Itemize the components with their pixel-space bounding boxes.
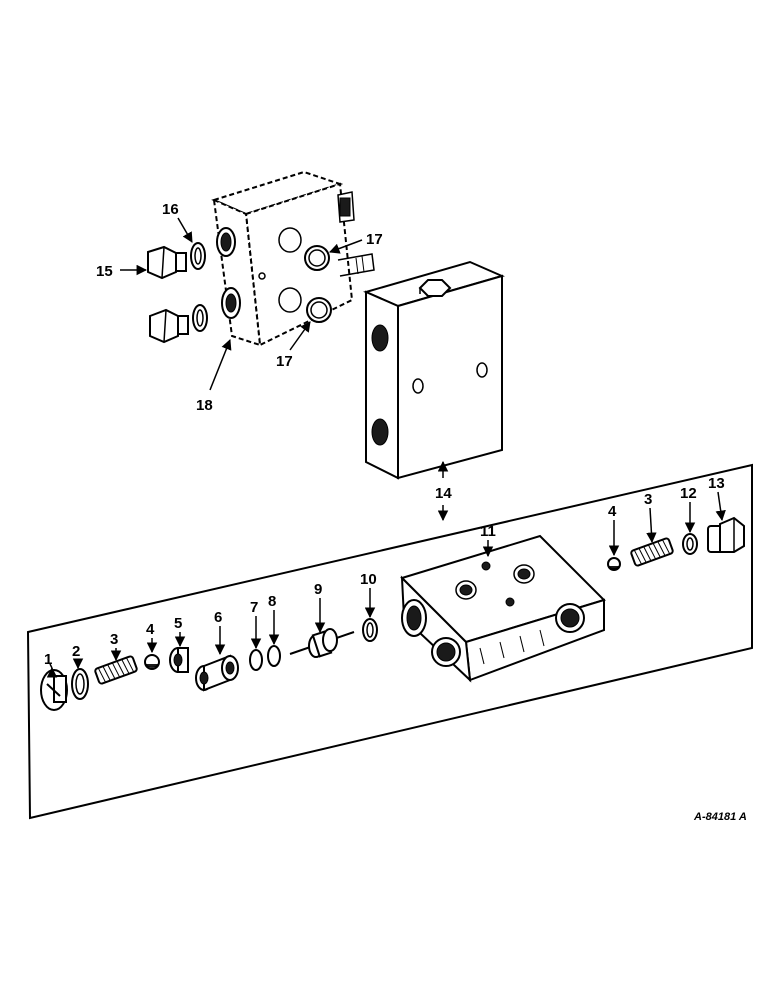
plug-15-upper <box>147 245 187 280</box>
callout-1: 1 <box>44 651 52 668</box>
callout-12: 12 <box>680 485 697 502</box>
callout-4-right: 4 <box>608 503 617 520</box>
callout-5: 5 <box>174 615 182 632</box>
assembly-outline <box>26 463 753 820</box>
valve-block-18 <box>211 170 375 347</box>
o-ring-10 <box>362 618 378 642</box>
o-ring-12 <box>682 533 698 555</box>
callout-17-upper: 17 <box>366 231 383 248</box>
spring-3-right <box>630 537 674 567</box>
callout-3-right: 3 <box>644 491 652 508</box>
seat-5 <box>169 647 189 673</box>
callout-13: 13 <box>708 475 725 492</box>
callout-15: 15 <box>96 263 113 280</box>
o-ring-7 <box>249 649 263 671</box>
valve-body-14 <box>363 260 505 480</box>
callout-17-lower: 17 <box>276 353 293 370</box>
plug-13 <box>707 516 745 553</box>
spring-3-left <box>94 655 138 685</box>
callout-10: 10 <box>360 571 377 588</box>
spool-9 <box>289 628 355 658</box>
callout-6: 6 <box>214 609 222 626</box>
reference-code: A-84181 A <box>693 811 747 823</box>
callout-9: 9 <box>314 581 322 598</box>
callout-18: 18 <box>196 397 213 414</box>
washer-16-upper <box>190 242 206 270</box>
valve-body-11 <box>400 534 606 683</box>
plug-1 <box>40 669 68 711</box>
callout-3-left: 3 <box>110 631 118 648</box>
plug-15-lower <box>149 308 189 344</box>
callout-11: 11 <box>480 523 496 540</box>
callout-4-left: 4 <box>146 621 155 638</box>
callout-8: 8 <box>268 593 276 610</box>
callout-2: 2 <box>72 643 80 660</box>
washer-16-lower <box>192 304 208 332</box>
callout-7: 7 <box>250 599 258 616</box>
piston-6 <box>195 654 239 692</box>
leader-lines <box>46 217 726 678</box>
callout-16: 16 <box>162 201 179 218</box>
o-ring-8 <box>267 645 281 667</box>
callout-14: 14 <box>435 485 452 502</box>
